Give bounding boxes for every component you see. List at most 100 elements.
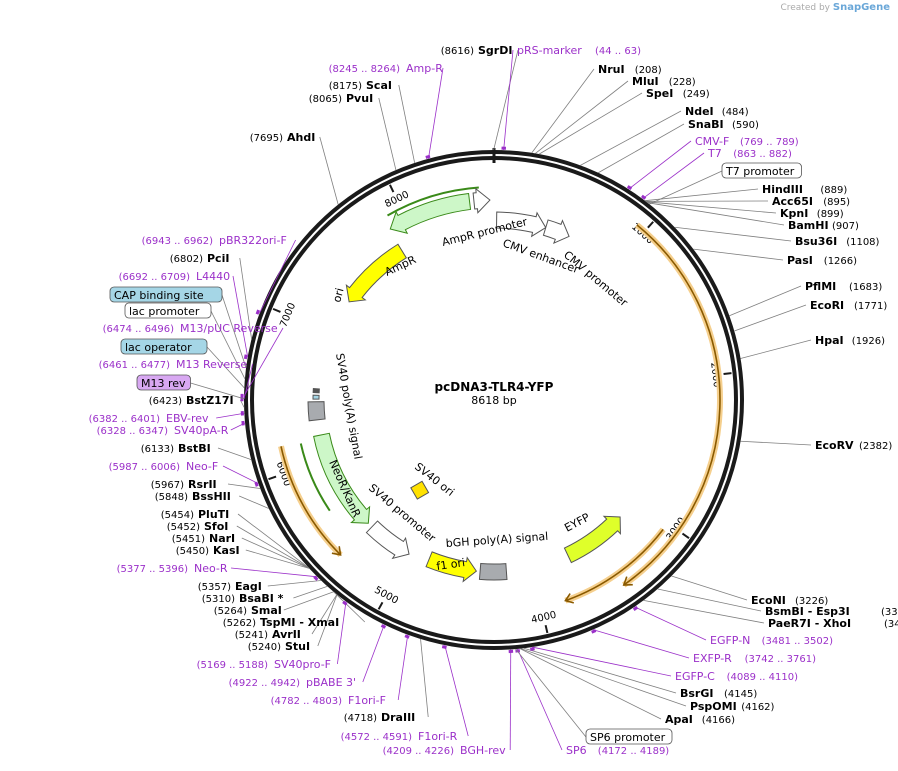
enzyme-pos-bsabi: (5310) bbox=[202, 594, 235, 605]
primer-pos-egfp-c: (4089 .. 4110) bbox=[727, 672, 799, 683]
primer-mark-neo-f bbox=[254, 481, 259, 487]
tick-mark-2000 bbox=[723, 372, 732, 376]
leader-nari bbox=[241, 537, 310, 569]
primer-mark-f1ori-r bbox=[441, 645, 447, 649]
box-label-t7-promoter: T7 promoter bbox=[725, 165, 795, 178]
primer-pos-m13-reverse: (6461 .. 6477) bbox=[99, 360, 171, 371]
leader-primer-pbabe-3 bbox=[362, 624, 385, 683]
enzyme-sfoi: SfoI bbox=[204, 520, 228, 533]
leader-hpai bbox=[740, 339, 812, 359]
ampr-promoter-arrow bbox=[472, 187, 491, 214]
enzyme-pos-ndei: (484) bbox=[722, 107, 749, 118]
sv40-polya-block bbox=[307, 401, 326, 422]
tick-mark-4000 bbox=[544, 624, 549, 634]
primer-pbabe-3: pBABE 3' bbox=[306, 676, 356, 689]
leader-primer-m13-puc-reverse bbox=[243, 327, 284, 397]
box-lac-operator bbox=[120, 338, 208, 355]
primer-mark-l4440 bbox=[243, 354, 248, 360]
primer-pos-sv40pro-f: (5169 .. 5188) bbox=[197, 660, 269, 671]
enzyme-pos-mlui: (228) bbox=[669, 77, 696, 88]
primer-mark-egfp-c bbox=[530, 647, 535, 651]
primer-mark-amp-r bbox=[425, 154, 431, 159]
enzyme-pcii: PciI bbox=[207, 252, 229, 265]
primer-sv40pro-f: SV40pro-F bbox=[274, 658, 331, 671]
leader-sp6-promoter bbox=[515, 648, 587, 738]
enzyme-bstz17i: BstZ17I bbox=[186, 394, 234, 407]
enzyme-pos-pasi: (1266) bbox=[824, 256, 857, 267]
primer-mark-t7 bbox=[640, 194, 647, 200]
leader-primer-amp-r bbox=[428, 67, 444, 159]
primer-pos-amp-r: (8245 .. 8264) bbox=[329, 64, 401, 75]
tick-mark-3000 bbox=[681, 532, 690, 539]
leader-apai bbox=[519, 648, 662, 720]
tick-label-5000: 5000 bbox=[372, 585, 400, 607]
enzyme-pos-kasi: (5450) bbox=[176, 546, 209, 557]
primer-mark-cmv-f bbox=[626, 185, 633, 191]
orf-eyfp-line-head bbox=[564, 593, 574, 604]
primer-mark-exfp-r bbox=[591, 629, 597, 634]
lac-segment-1 bbox=[312, 394, 320, 400]
leader-ecorv bbox=[740, 440, 812, 446]
enzyme-bsrgi: BsrGI bbox=[680, 687, 713, 700]
box-label-lac-operator: lac operator bbox=[125, 341, 192, 354]
ampr-arrow bbox=[389, 193, 472, 234]
primer-sv40pa-r: SV40pA-R bbox=[174, 424, 229, 437]
enzyme-pluti: PluTI bbox=[198, 508, 229, 521]
leader-econi bbox=[671, 575, 748, 601]
leader-primer-sp6 bbox=[517, 648, 563, 751]
enzyme-smai: SmaI bbox=[251, 604, 282, 617]
leader-rsrii bbox=[227, 483, 261, 489]
enzyme-nrui: NruI bbox=[598, 63, 625, 76]
enzyme-pasi: PasI bbox=[787, 254, 813, 267]
primer-prs-marker: pRS-marker bbox=[517, 44, 582, 57]
box-t7-promoter bbox=[721, 162, 802, 179]
leader-snabi bbox=[598, 123, 685, 174]
cmv-enhancer-arrow bbox=[496, 211, 547, 238]
leader-pcii bbox=[239, 257, 252, 339]
credit-prefix: Created by bbox=[780, 3, 830, 13]
label-cmv-promoter: CMV promoter bbox=[561, 248, 630, 309]
enzyme-draiii: DraIII bbox=[381, 711, 415, 724]
enzyme-eagi: EagI bbox=[235, 580, 262, 593]
enzyme-avrii: AvrII bbox=[272, 628, 301, 641]
enzyme-pos-bsrgi: (4145) bbox=[724, 689, 757, 700]
leader-primer-ebv-rev bbox=[216, 412, 245, 419]
enzyme-kpni: KpnI bbox=[780, 207, 808, 220]
leader-ahdi bbox=[319, 136, 339, 205]
box-cap-binding-site bbox=[109, 286, 223, 303]
primer-pos-bgh-rev: (4209 .. 4226) bbox=[383, 746, 455, 757]
enzyme-nari: NarI bbox=[209, 532, 235, 545]
enzyme-pos-scai: (8175) bbox=[329, 81, 362, 92]
tick-label-8000: 8000 bbox=[383, 189, 411, 210]
enzyme-pos-pluti: (5454) bbox=[161, 510, 194, 521]
leader-bsshii bbox=[239, 495, 269, 509]
leader-mlui bbox=[535, 80, 629, 154]
leader-smai bbox=[283, 591, 334, 611]
leader-bsmbi-esp3i bbox=[657, 588, 762, 612]
primer-l4440: L4440 bbox=[196, 270, 230, 283]
leader-kpni bbox=[646, 201, 777, 214]
enzyme-pos-pflmi: (1683) bbox=[849, 282, 882, 293]
primer-pbr322ori-f: pBR322ori-F bbox=[219, 234, 287, 247]
primer-sp6: SP6 bbox=[566, 744, 587, 757]
enzyme-stui: StuI bbox=[285, 640, 310, 653]
leader-sgrdi bbox=[493, 49, 519, 151]
sv40-ori-block bbox=[410, 480, 430, 500]
enzyme-pos-draiii: (4718) bbox=[344, 713, 377, 724]
leader-primer-pbr322ori-f bbox=[259, 239, 296, 314]
primer-pos-pbr322ori-f: (6943 .. 6962) bbox=[142, 236, 214, 247]
enzyme-pos-nrui: (208) bbox=[635, 65, 662, 76]
enzyme-pos-paer7i-xhoi: (3430) bbox=[884, 619, 898, 630]
leader-sfoi bbox=[236, 525, 310, 569]
enzyme-pos-bsu36i: (1108) bbox=[846, 237, 879, 248]
enzyme-pos-econi: (3226) bbox=[795, 596, 828, 607]
lac-segment-2 bbox=[312, 388, 320, 394]
leader-lac-promoter bbox=[210, 310, 246, 379]
enzyme-pos-pcii: (6802) bbox=[170, 254, 203, 265]
enzyme-ndei: NdeI bbox=[685, 105, 714, 118]
primer-neo-f: Neo-F bbox=[186, 460, 218, 473]
enzyme-pos-kpni: (899) bbox=[817, 209, 844, 220]
enzyme-bsabi: BsaBI * bbox=[239, 592, 284, 605]
leader-eagi bbox=[267, 580, 322, 587]
enzyme-spei: SpeI bbox=[646, 87, 673, 100]
